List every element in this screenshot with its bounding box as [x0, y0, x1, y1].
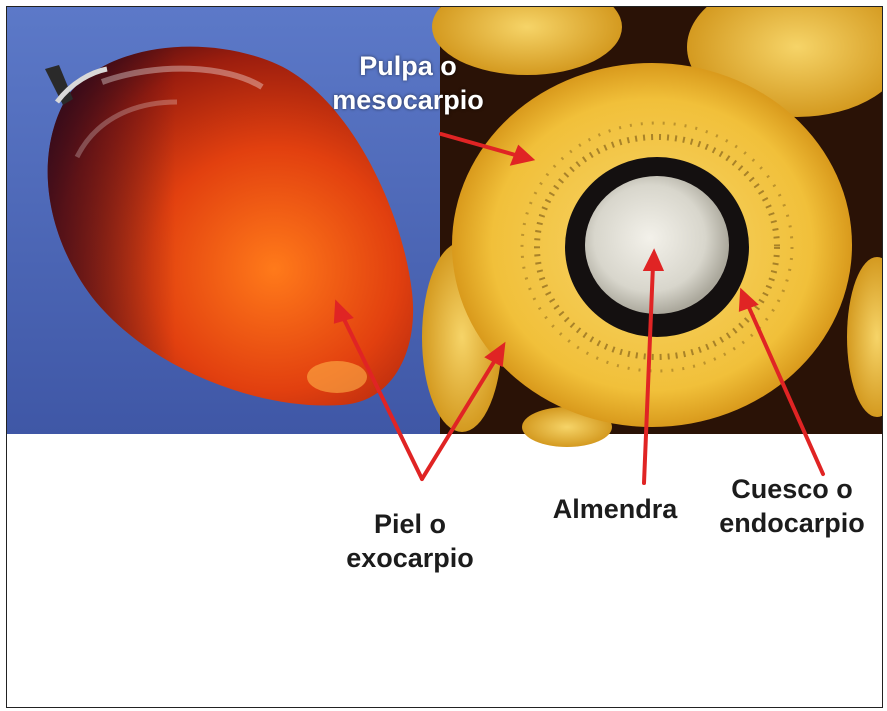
pulp-mesocarp-label: Pulpa o mesocarpio: [313, 49, 503, 117]
pulp-label-line1: Pulpa o: [313, 49, 503, 83]
pulp-label-line2: mesocarpio: [313, 83, 503, 117]
skin-exocarp-label: Piel o exocarpio: [325, 507, 495, 575]
figure-frame: Pulpa o mesocarpio Piel o exocarpio Alme…: [6, 6, 883, 708]
kernel-almond-label: Almendra: [535, 492, 695, 526]
skin-label-line1: Piel o: [325, 507, 495, 541]
shell-endocarp-label: Cuesco o endocarpio: [707, 472, 877, 540]
shell-label-line2: endocarpio: [707, 506, 877, 540]
shell-label-line1: Cuesco o: [707, 472, 877, 506]
skin-label-line2: exocarpio: [325, 541, 495, 575]
kernel-label-line1: Almendra: [535, 492, 695, 526]
kernel-almond: [585, 176, 729, 314]
